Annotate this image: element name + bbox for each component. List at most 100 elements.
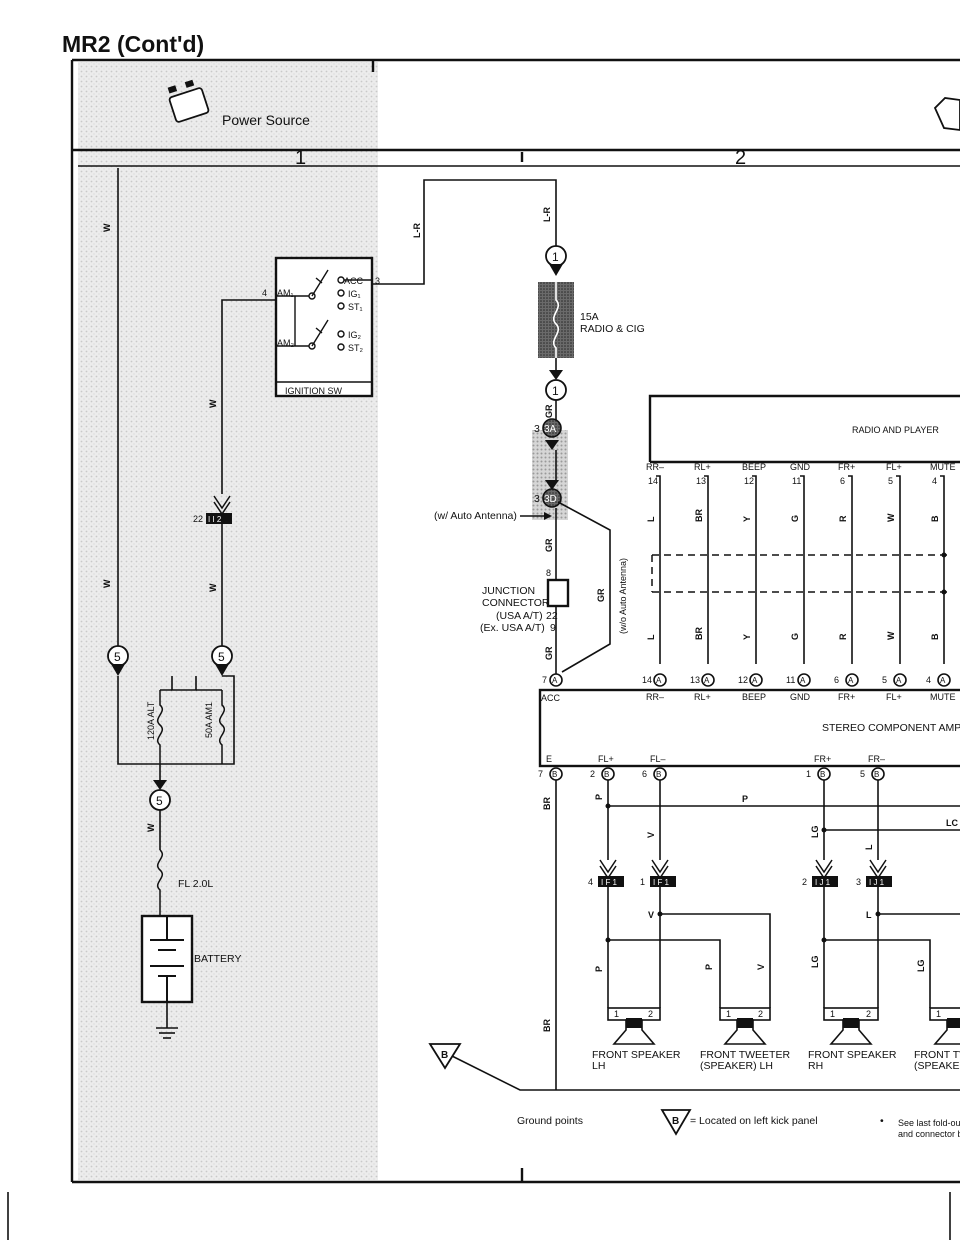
wire-label: P	[594, 794, 604, 800]
fusible-link-am1-label: 50A AM1	[204, 702, 214, 738]
ignition-contacts	[276, 269, 372, 351]
connector-ij1-right	[866, 859, 892, 887]
amp-top-pin	[653, 673, 667, 687]
shield-dot	[941, 589, 947, 595]
fusible-link-fl-icon	[157, 849, 163, 916]
radio-wire-color-lower: R	[838, 633, 848, 640]
truncated-power-icon	[933, 97, 960, 131]
radio-pin-num: 4	[932, 476, 937, 486]
ign-pin-st2: ST₂	[348, 343, 364, 353]
amp-top-pin-label: BEEP	[742, 692, 766, 702]
fusible-link-loop	[117, 675, 235, 765]
wire-label: GR	[596, 588, 606, 602]
wire-label: P	[594, 966, 604, 972]
amp-top-pin	[701, 673, 715, 687]
power-source-header-shade	[78, 62, 378, 150]
amp-top-pin	[797, 673, 811, 687]
shield-dot	[941, 552, 947, 558]
speaker-fr-sub: RH	[808, 1060, 823, 1072]
footer-bullet: •	[880, 1115, 884, 1127]
wire-p-tweeter	[608, 939, 721, 1008]
wo-auto-antenna-note: (w/o Auto Antenna)	[618, 558, 628, 634]
radio-pin-wire	[848, 475, 853, 664]
ij1b-num: 3	[856, 877, 861, 887]
wire-label: GR	[544, 646, 554, 660]
if1a-num: 4	[588, 877, 593, 887]
amp-bottom-pin-letter: B	[604, 770, 609, 779]
connector-5-num: 5	[114, 650, 121, 664]
connector-3d-code: 3D	[544, 494, 557, 505]
battery-icon	[167, 79, 210, 123]
wire-label: LC	[946, 818, 958, 828]
wire-label: P	[704, 964, 714, 970]
radio-pin-wire	[656, 475, 661, 664]
radio-pin-label: RL+	[694, 462, 711, 472]
tweeter-lh-label: FRONT TWEETER	[700, 1049, 790, 1061]
wire-acc-lr	[372, 179, 557, 285]
amp-top-pin	[749, 673, 763, 687]
fusible-link-top	[171, 676, 197, 691]
ign-pin-ig1: IG₁	[348, 289, 361, 299]
column-number-2: 2	[735, 147, 746, 169]
connector-1-top	[545, 245, 567, 276]
page-title: MR2 (Cont'd)	[62, 31, 204, 57]
ground-icon	[156, 1027, 178, 1039]
speaker-magnet	[947, 1018, 960, 1028]
radio-pin-num: 13	[696, 476, 706, 486]
speaker-magnet	[626, 1018, 642, 1028]
wire-junction-dot	[605, 937, 611, 943]
fusible-link-am1-icon	[219, 690, 225, 764]
radio-pin-label: FR+	[838, 462, 855, 472]
speaker-pin: 1	[830, 1009, 835, 1019]
wire-label: L-R	[542, 207, 552, 222]
battery-symbol	[150, 916, 184, 1002]
ign-pin-am2: AM₂	[277, 338, 295, 348]
amp-top-pins: A14RR–A13RL+A12BEEPA11GNDA6FR+A5FL+A4MUT…	[642, 673, 956, 702]
power-source-label: Power Source	[222, 112, 310, 128]
fuse-rating: 15A	[580, 311, 599, 323]
radio-box	[648, 394, 960, 462]
if1b-code: I F 1	[653, 878, 670, 887]
if1a-code: I F 1	[601, 878, 618, 887]
amp-top-pin-label: FL+	[886, 692, 902, 702]
amp-top-pin-num: 11	[786, 675, 795, 685]
fuse-radio-icon	[552, 276, 560, 366]
amp-bottom-pin-label: FL+	[598, 754, 614, 764]
amp-top-pin-num: 13	[690, 675, 700, 685]
wire-label: GR	[544, 404, 554, 418]
radio-wire-color: Y	[742, 516, 752, 522]
radio-pin-label: MUTE	[930, 462, 956, 472]
speaker-magnet	[843, 1018, 859, 1028]
radio-pin-wire	[940, 475, 945, 664]
wire-label: W	[146, 823, 156, 832]
radio-wire-color: W	[886, 513, 896, 522]
wire-label: L-R	[412, 223, 422, 238]
amp-top-pin-letter: A	[848, 676, 854, 685]
amp-bottom-pin-letter: B	[874, 770, 879, 779]
amp-bottom-pin-label: FR–	[868, 754, 885, 764]
radio-pin-num: 5	[888, 476, 893, 486]
connector-arrow	[545, 440, 559, 450]
if1b-num: 1	[640, 877, 645, 887]
speaker-pin: 2	[866, 1009, 871, 1019]
wire-label: W	[102, 579, 112, 588]
ignition-switch-label: IGNITION SW	[285, 386, 343, 396]
wire-label: LG	[916, 960, 926, 973]
amp-top-pin-label: GND	[790, 692, 811, 702]
wire-label: V	[646, 832, 656, 838]
amp-top-pin-num: 5	[882, 675, 887, 685]
connector-3a	[542, 418, 562, 438]
wire-am1	[221, 299, 276, 494]
wire-label: LG	[810, 956, 820, 969]
junction-name-2: CONNECTOR	[482, 597, 550, 609]
radio-pin-label: FL+	[886, 462, 902, 472]
junction-exusa: (Ex. USA A/T)	[480, 622, 545, 634]
radio-pins: RR–14LLRL+13BRBRBEEP12YYGND11GGFR+6RRFL+…	[646, 462, 956, 664]
amp-top-pin-num: 12	[738, 675, 748, 685]
amp-bottom-pin-num: 7	[538, 769, 543, 779]
amp-top-pin-label: RR–	[646, 692, 664, 702]
wire-label: P	[742, 794, 748, 804]
ign-pin-num-acc: 3	[375, 276, 380, 286]
